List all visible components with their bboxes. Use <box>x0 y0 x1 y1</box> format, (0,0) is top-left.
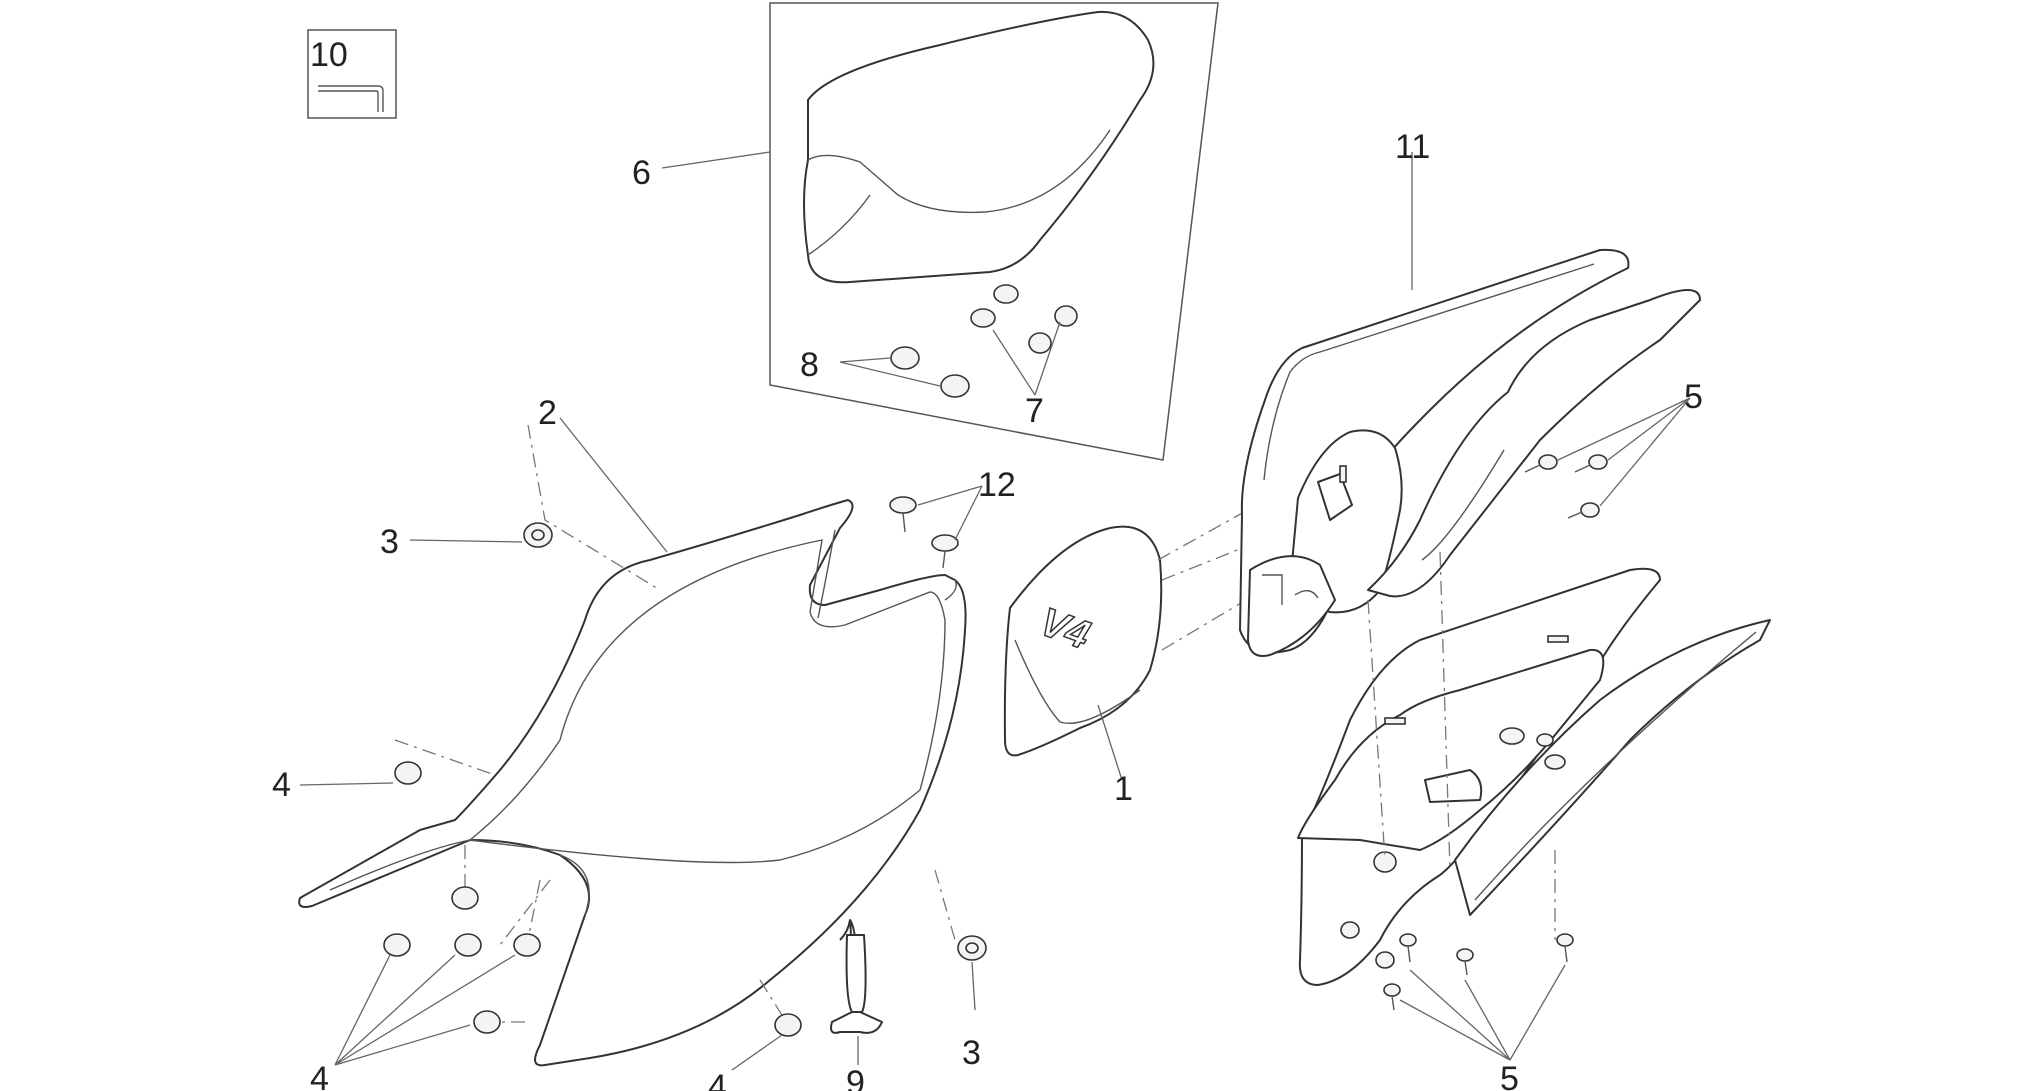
leader-12 <box>917 485 983 541</box>
grommet-4g <box>774 1013 802 1037</box>
grommet-7c <box>1054 305 1078 327</box>
grommet-4a <box>394 761 422 785</box>
part-1-rear-cowl: V4 1 <box>1003 501 1306 808</box>
screw-5b <box>1588 454 1608 470</box>
tail-side-panel <box>1367 289 1701 598</box>
screw-12b <box>931 534 959 552</box>
callout-12: 12 <box>978 466 1016 504</box>
callout-3a: 3 <box>380 523 399 561</box>
callout-2: 2 <box>538 394 557 432</box>
screw-5d <box>1399 933 1417 947</box>
screw-5a <box>1538 454 1558 470</box>
leader-7 <box>992 321 1061 396</box>
leader-6 <box>661 151 771 169</box>
passenger-seat-6 <box>803 10 1155 284</box>
part-6-passenger-seat-kit: 6 8 7 <box>632 2 1219 461</box>
callout-8: 8 <box>800 346 819 384</box>
callout-9: 9 <box>846 1064 865 1091</box>
callout-10: 10 <box>310 36 348 74</box>
screw-5c <box>1580 502 1600 518</box>
callout-5a: 5 <box>1684 378 1703 416</box>
callout-4b: 4 <box>310 1060 329 1091</box>
leader-8 <box>839 357 941 387</box>
callout-3b: 3 <box>962 1034 981 1072</box>
grommet-4c <box>383 933 411 957</box>
callout-4c: 4 <box>708 1068 727 1091</box>
callout-6: 6 <box>632 154 651 192</box>
screw-12a <box>889 496 917 514</box>
screw-5e <box>1456 948 1474 962</box>
leader-1 <box>1097 704 1123 781</box>
leader-4a <box>299 782 394 786</box>
buffer-8a <box>890 346 920 370</box>
callout-11: 11 <box>1395 128 1430 166</box>
buffer-8b <box>940 374 970 398</box>
leader-3a <box>409 539 523 543</box>
grommet-4b <box>451 886 479 910</box>
leader-3b <box>971 961 976 1011</box>
callout-5b: 5 <box>1500 1060 1519 1091</box>
callout-1: 1 <box>1114 770 1133 808</box>
grommet-4f <box>473 1010 501 1034</box>
leader-4b <box>334 954 516 1066</box>
allen-key-icon <box>318 85 384 112</box>
screw-5f <box>1556 933 1574 947</box>
part-6-frame <box>769 2 1219 461</box>
undertray-deck <box>1297 648 1605 851</box>
part-11-tail-fairing: 11 5 <box>1239 128 1703 657</box>
undertray-lower: 5 <box>1297 551 1771 1091</box>
rider-seat-2 <box>298 499 967 1067</box>
tail-light-bracket <box>1247 555 1336 657</box>
leader-5b <box>1399 964 1566 1061</box>
callout-4a: 4 <box>272 766 291 804</box>
part-10-frame <box>307 29 397 119</box>
grommet-7b <box>970 308 996 328</box>
grommet-7d <box>1028 332 1052 354</box>
grommet-4d <box>454 933 482 957</box>
callout-7: 7 <box>1025 392 1044 430</box>
leader-5a <box>1557 397 1691 507</box>
leader-2 <box>559 417 668 553</box>
part-10-allen-key-box: 10 <box>307 29 397 119</box>
undertray-side-rail <box>1454 619 1771 916</box>
leader-4c <box>731 1034 783 1071</box>
grommet-7a <box>993 284 1019 304</box>
screw-5g <box>1383 983 1401 997</box>
part-9-removal-tool: 9 <box>830 919 883 1091</box>
grommet-4e <box>513 933 541 957</box>
seat-hardware: 12 3 3 4 4 4 <box>272 466 1016 1091</box>
